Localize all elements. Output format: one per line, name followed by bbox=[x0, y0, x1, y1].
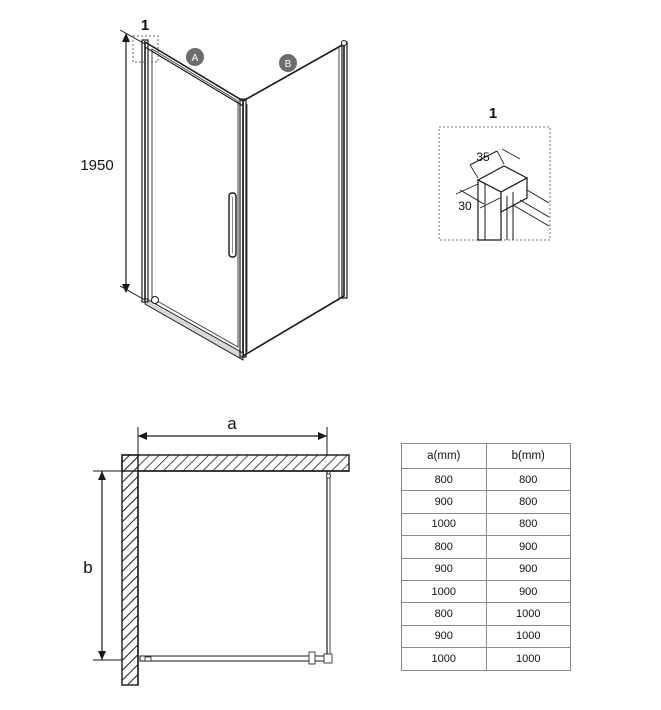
table-cell: 1000 bbox=[401, 512, 487, 537]
table-cell: 1000 bbox=[401, 579, 487, 604]
table-row: 800 900 bbox=[401, 535, 571, 559]
panel-b-marker: B bbox=[279, 54, 297, 72]
table-cell: 1000 bbox=[485, 624, 571, 649]
table-cell: 800 bbox=[485, 467, 571, 492]
size-table-header-row: a(mm) b(mm) bbox=[401, 443, 571, 469]
panel-a-label: A bbox=[192, 53, 199, 64]
table-row: 800 800 bbox=[401, 467, 571, 492]
table-cell: 1000 bbox=[485, 602, 571, 626]
height-dimension bbox=[119, 29, 146, 301]
table-row: 900 900 bbox=[401, 557, 571, 581]
table-cell: 1000 bbox=[485, 647, 571, 671]
table-cell: 900 bbox=[485, 557, 571, 581]
table-cell: 1000 bbox=[401, 647, 487, 671]
profile-detail: 1 35 30 bbox=[438, 105, 551, 241]
table-cell: 900 bbox=[401, 557, 487, 581]
detail-title: 1 bbox=[489, 105, 497, 122]
width-label: a bbox=[227, 414, 237, 433]
table-cell: 900 bbox=[485, 579, 571, 604]
table-row: 800 1000 bbox=[401, 602, 571, 626]
depth-dimension bbox=[93, 470, 122, 661]
size-table: a(mm) b(mm) 800 800 900 800 1000 800 800… bbox=[401, 443, 571, 671]
side-panel-b bbox=[242, 42, 345, 358]
table-cell: 800 bbox=[485, 490, 571, 514]
enclosure-3d-view: 1950 1 A B bbox=[80, 17, 348, 361]
height-label: 1950 bbox=[80, 157, 113, 174]
table-cell: 900 bbox=[401, 490, 487, 514]
table-cell: 900 bbox=[401, 624, 487, 649]
table-row: 900 1000 bbox=[401, 624, 571, 649]
panel-b-label: B bbox=[285, 59, 292, 70]
header-b: b(mm) bbox=[485, 443, 571, 469]
table-row: 1000 900 bbox=[401, 579, 571, 604]
plan-view: a b bbox=[83, 414, 350, 686]
table-cell: 800 bbox=[401, 535, 487, 559]
panel-a-marker: A bbox=[186, 48, 204, 66]
table-cell: 900 bbox=[485, 535, 571, 559]
table-row: 1000 800 bbox=[401, 512, 571, 537]
table-row: 900 800 bbox=[401, 490, 571, 514]
detail-dim-top: 35 bbox=[476, 150, 490, 164]
table-row: 1000 1000 bbox=[401, 647, 571, 671]
width-dimension bbox=[137, 427, 328, 455]
depth-label: b bbox=[83, 558, 92, 577]
table-cell: 800 bbox=[485, 512, 571, 537]
table-cell: 800 bbox=[401, 602, 487, 626]
detail-marker-box bbox=[132, 35, 159, 63]
header-a: a(mm) bbox=[401, 443, 487, 469]
wall-top bbox=[121, 454, 350, 472]
detail-marker-label: 1 bbox=[141, 17, 149, 34]
table-cell: 800 bbox=[401, 467, 487, 492]
door-handle bbox=[228, 192, 237, 258]
detail-dim-side: 30 bbox=[458, 199, 472, 213]
